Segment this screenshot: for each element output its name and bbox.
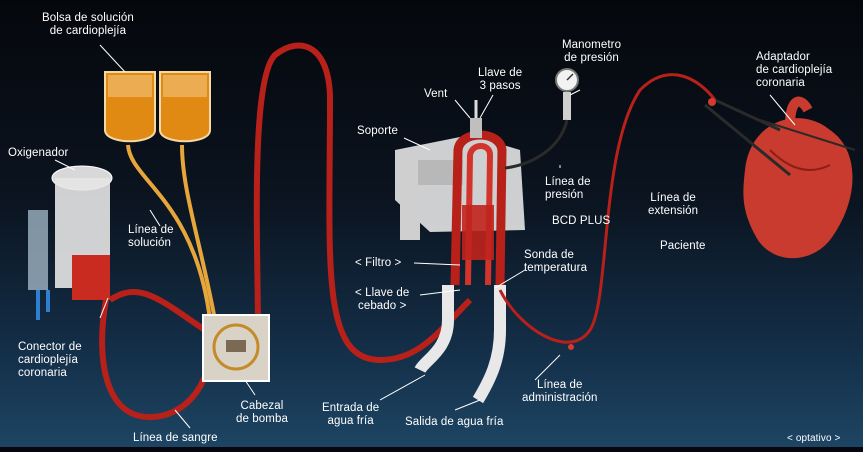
label-llave3-line1: Llave de (478, 67, 522, 80)
label-linea-admin-line1: Línea de (522, 379, 598, 392)
label-bcd-plus: BCD PLUS (552, 215, 610, 228)
label-manometro-line1: Manometro (562, 39, 621, 52)
oxygenator (28, 166, 112, 320)
label-linea-solucion-line1: Línea de (128, 224, 174, 237)
label-bolsa-line1: Bolsa de solución (42, 12, 134, 25)
label-cabezal-line1: Cabezal (236, 400, 288, 413)
blood-line-tube (102, 300, 215, 417)
label-adaptador-line2: de cardioplejía (756, 64, 832, 77)
label-salida: Salida de agua fría (405, 416, 503, 429)
label-conector: Conector de cardioplejía coronaria (18, 341, 82, 380)
pump-loop-segment (110, 292, 205, 330)
label-conector-line2: cardioplejía (18, 354, 82, 367)
label-manometro: Manometro de presión (562, 39, 621, 65)
pump-head (203, 315, 269, 381)
label-linea-ext: Línea de extensión (648, 192, 698, 218)
label-sonda-line1: Sonda de (524, 249, 587, 262)
label-linea-ext-line1: Línea de (648, 192, 698, 205)
label-llave-cebado-line1: < Llave de (355, 287, 409, 300)
label-soporte: Soporte (357, 125, 398, 138)
label-linea-ext-line2: extensión (648, 205, 698, 218)
label-optativo: < optativo > (787, 432, 840, 445)
label-entrada-line1: Entrada de (322, 402, 379, 415)
cold-water-outlet (478, 285, 500, 400)
label-linea-solucion-line2: solución (128, 237, 174, 250)
label-linea-presion: Línea de presión (545, 176, 591, 202)
label-sonda: Sonda de temperatura (524, 249, 587, 275)
label-conector-line3: coronaria (18, 367, 82, 380)
heart (743, 102, 852, 259)
label-cabezal-line2: de bomba (236, 413, 288, 426)
manometer (556, 69, 578, 120)
label-adaptador-line3: coronaria (756, 77, 832, 90)
label-vent: Vent (424, 88, 447, 101)
vent-stopcock (470, 118, 482, 138)
label-bolsa: Bolsa de solución de cardioplejía (42, 12, 134, 38)
filter (462, 205, 494, 260)
label-llave-3-pasos: Llave de 3 pasos (478, 67, 522, 93)
adapter-line-1 (715, 100, 780, 130)
label-sonda-line2: temperatura (524, 262, 587, 275)
adapter-connector (708, 98, 716, 106)
label-adaptador: Adaptador de cardioplejía coronaria (756, 51, 832, 90)
label-linea-sangre: Línea de sangre (133, 432, 218, 445)
label-manometro-line2: de presión (562, 52, 621, 65)
cardioplegia-bag-left (105, 72, 155, 141)
label-entrada: Entrada de agua fría (322, 402, 379, 428)
label-conector-line1: Conector de (18, 341, 82, 354)
label-paciente: Paciente (660, 240, 706, 253)
admin-line-connector (568, 344, 574, 350)
label-linea-presion-line2: presión (545, 189, 591, 202)
solution-line-right (182, 145, 215, 320)
label-cabezal: Cabezal de bomba (236, 400, 288, 426)
label-linea-admin-line2: administración (522, 392, 598, 405)
cardioplegia-bag-right (160, 72, 210, 141)
label-linea-presion-line1: Línea de (545, 176, 591, 189)
label-llave-cebado: < Llave de cebado > (355, 287, 409, 313)
label-entrada-line2: agua fría (322, 415, 379, 428)
cold-water-inlet (420, 285, 448, 370)
label-bolsa-line2: de cardioplejía (42, 25, 134, 38)
label-oxigenador: Oxigenador (8, 147, 68, 160)
label-linea-admin: Línea de administración (522, 379, 598, 405)
label-adaptador-line1: Adaptador (756, 51, 832, 64)
label-filtro: < Filtro > (355, 257, 401, 270)
label-linea-solucion: Línea de solución (128, 224, 174, 250)
label-llave-cebado-line2: cebado > (355, 300, 409, 313)
label-llave3-line2: 3 pasos (478, 80, 522, 93)
